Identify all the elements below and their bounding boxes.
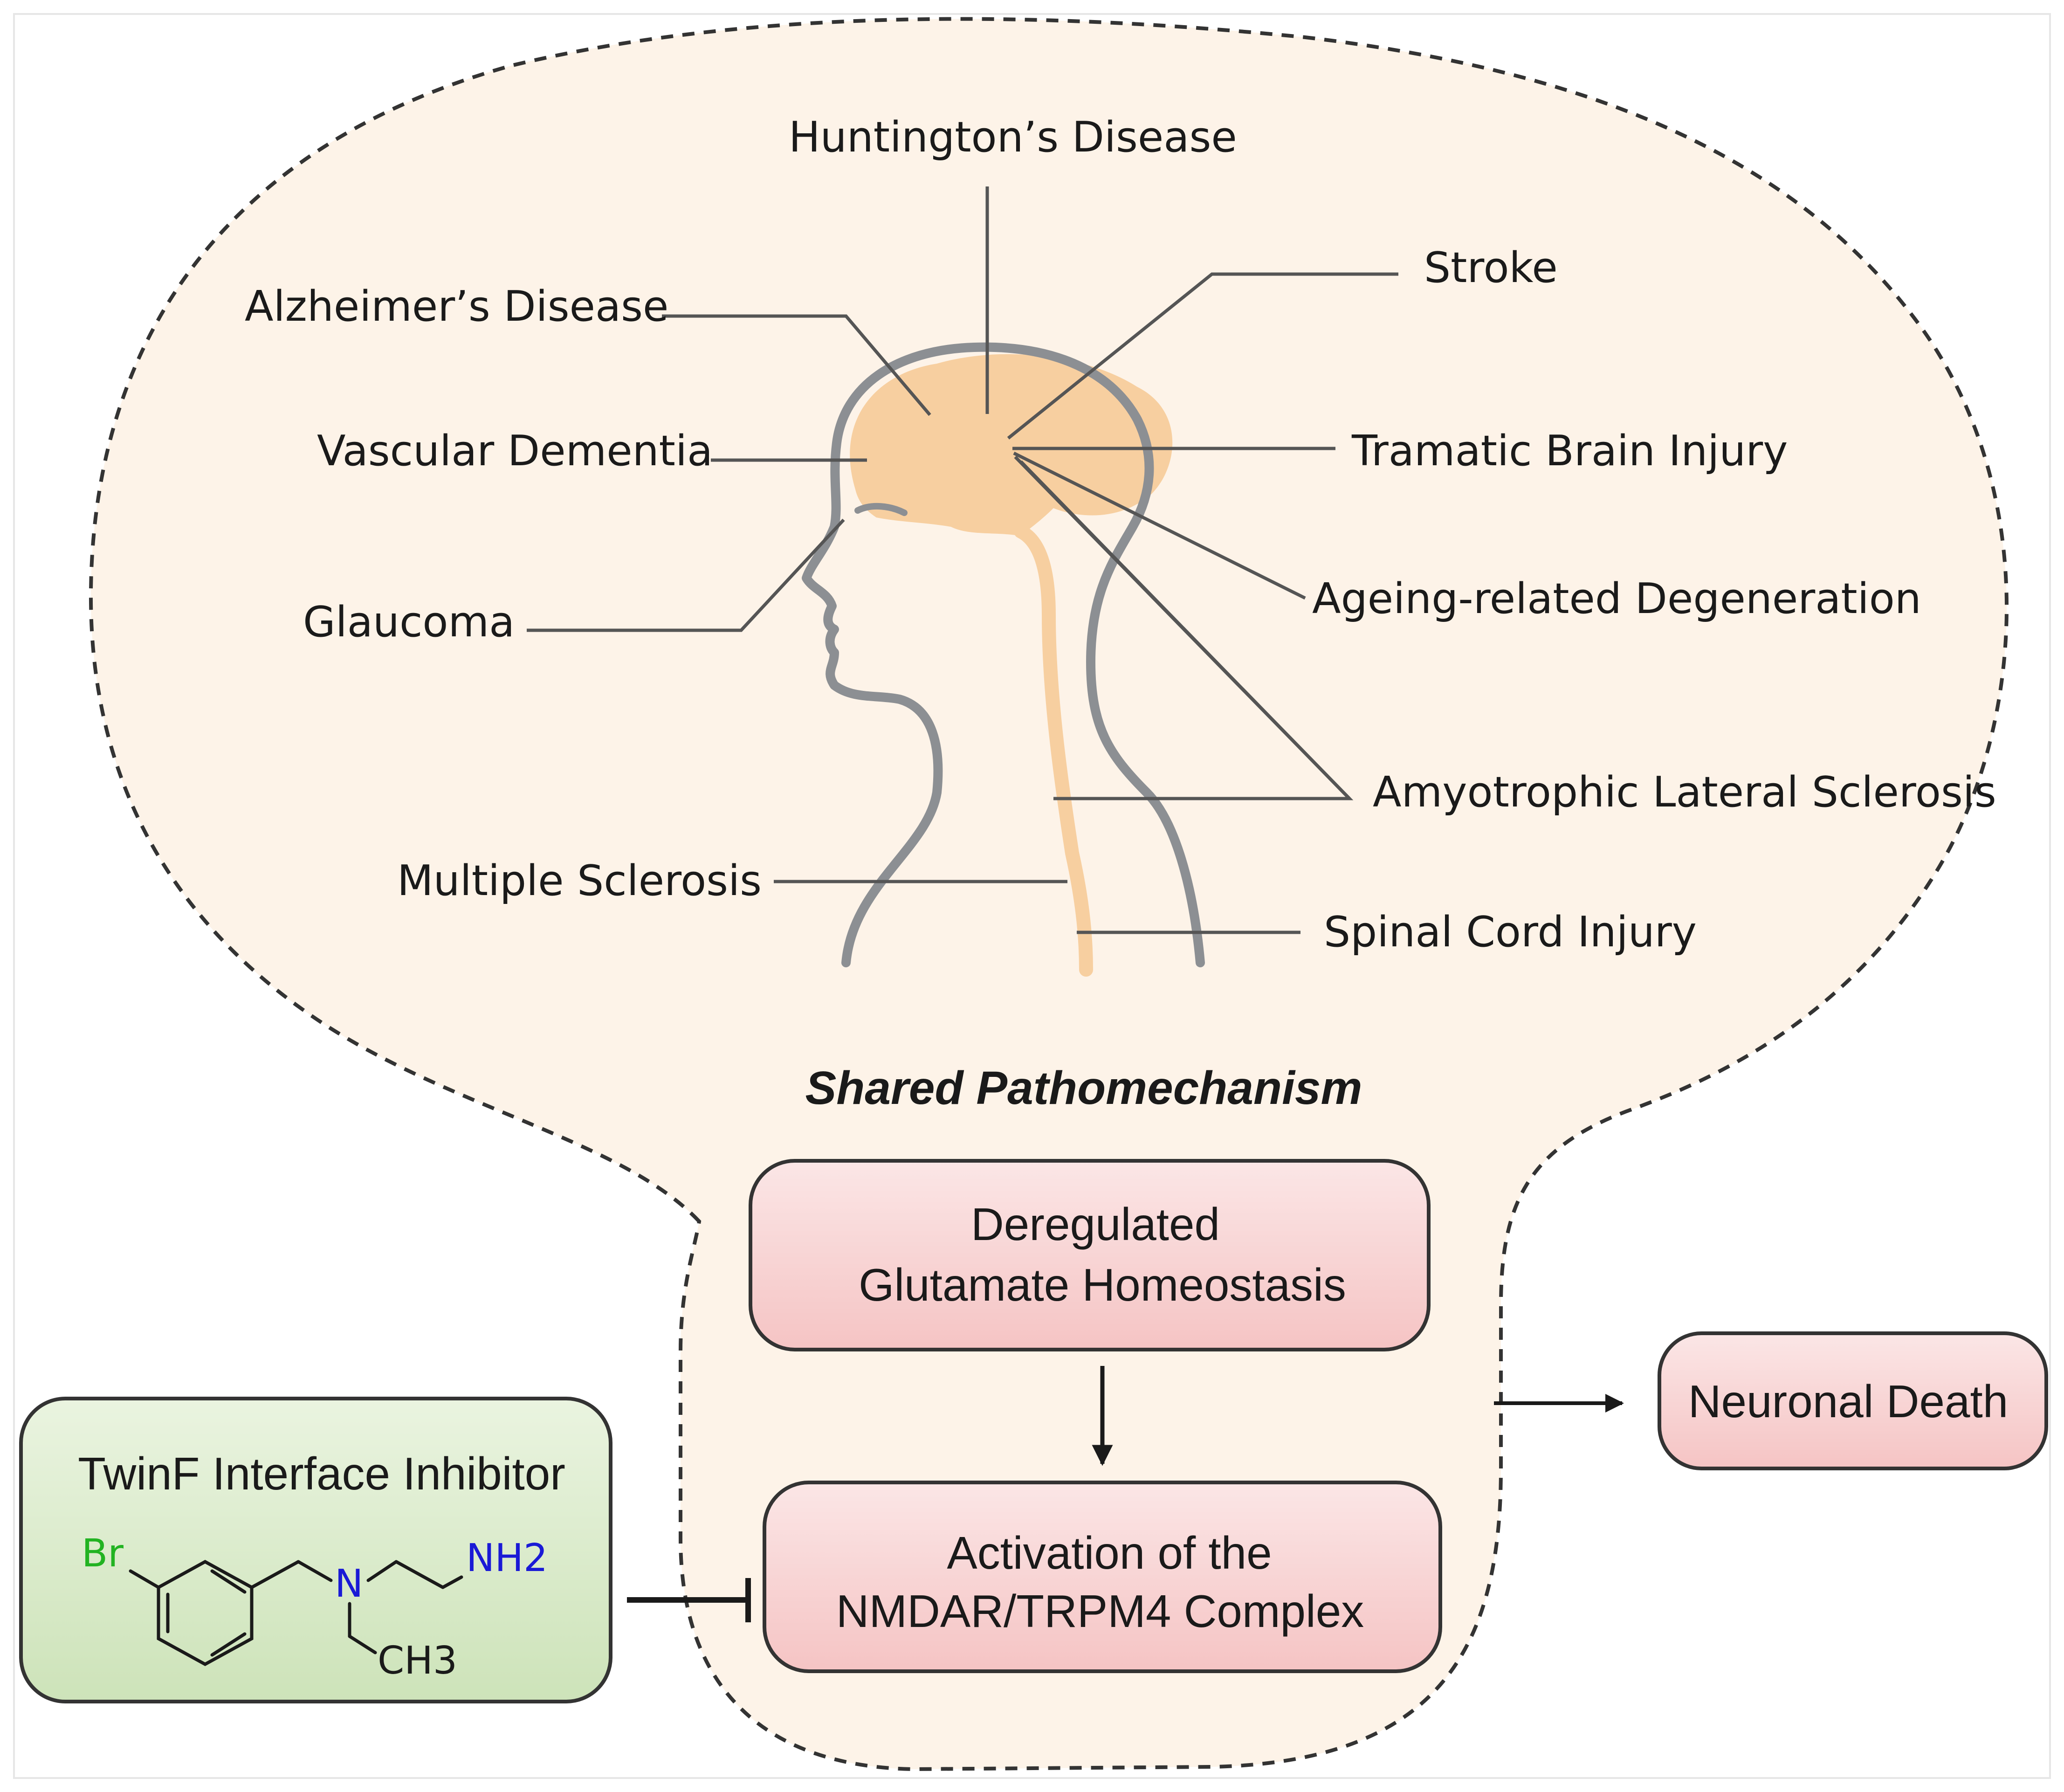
label-vascular-dementia: Vascular Dementia xyxy=(317,427,713,476)
activation-line2: NMDAR/TRPM4 Complex xyxy=(836,1585,1364,1637)
nmdar-trpm4-box xyxy=(763,1481,1442,1673)
label-huntingtons-disease: Huntington’s Disease xyxy=(789,113,1237,162)
neuronal-death-box xyxy=(1658,1331,2048,1470)
label-multiple-sclerosis: Multiple Sclerosis xyxy=(397,856,762,905)
inhibition-arrow xyxy=(627,1578,751,1622)
atom-methyl: CH3 xyxy=(378,1639,457,1683)
activation-line1: Activation of the xyxy=(947,1527,1272,1578)
deregulated-glutamate-line1: Deregulated xyxy=(971,1199,1220,1250)
label-alzheimers-disease: Alzheimer’s Disease xyxy=(245,282,668,331)
twinf-inhibitor-title: TwinF Interface Inhibitor xyxy=(78,1448,565,1499)
label-stroke: Stroke xyxy=(1424,243,1558,292)
leader-lines xyxy=(527,186,1398,934)
eye-brow xyxy=(854,503,908,516)
label-ageing-related-degeneration: Ageing-related Degeneration xyxy=(1312,574,1921,623)
deregulated-glutamate-box xyxy=(749,1159,1431,1351)
shared-pathomechanism-title: Shared Pathomechanism xyxy=(805,1062,1362,1114)
atom-nitrogen: N xyxy=(335,1562,363,1606)
image-frame xyxy=(13,13,2051,1779)
deregulated-glutamate-line2: Glutamate Homeostasis xyxy=(859,1259,1346,1310)
head-outline xyxy=(802,342,1205,967)
label-glaucoma: Glaucoma xyxy=(303,598,515,647)
label-amyotrophic-lateral-sclerosis: Amyotrophic Lateral Sclerosis xyxy=(1373,768,1996,817)
neuronal-death-label: Neuronal Death xyxy=(1688,1376,2008,1427)
chemical-structure xyxy=(129,1560,463,1666)
atom-bromine: Br xyxy=(82,1531,124,1576)
shared-region-dashed-outline xyxy=(89,17,2009,1771)
label-spinal-cord-injury: Spinal Cord Injury xyxy=(1324,908,1697,957)
atom-amine: NH2 xyxy=(466,1536,548,1580)
spinal-cord xyxy=(1014,524,1093,977)
label-traumatic-brain-injury: Tramatic Brain Injury xyxy=(1351,427,1788,476)
